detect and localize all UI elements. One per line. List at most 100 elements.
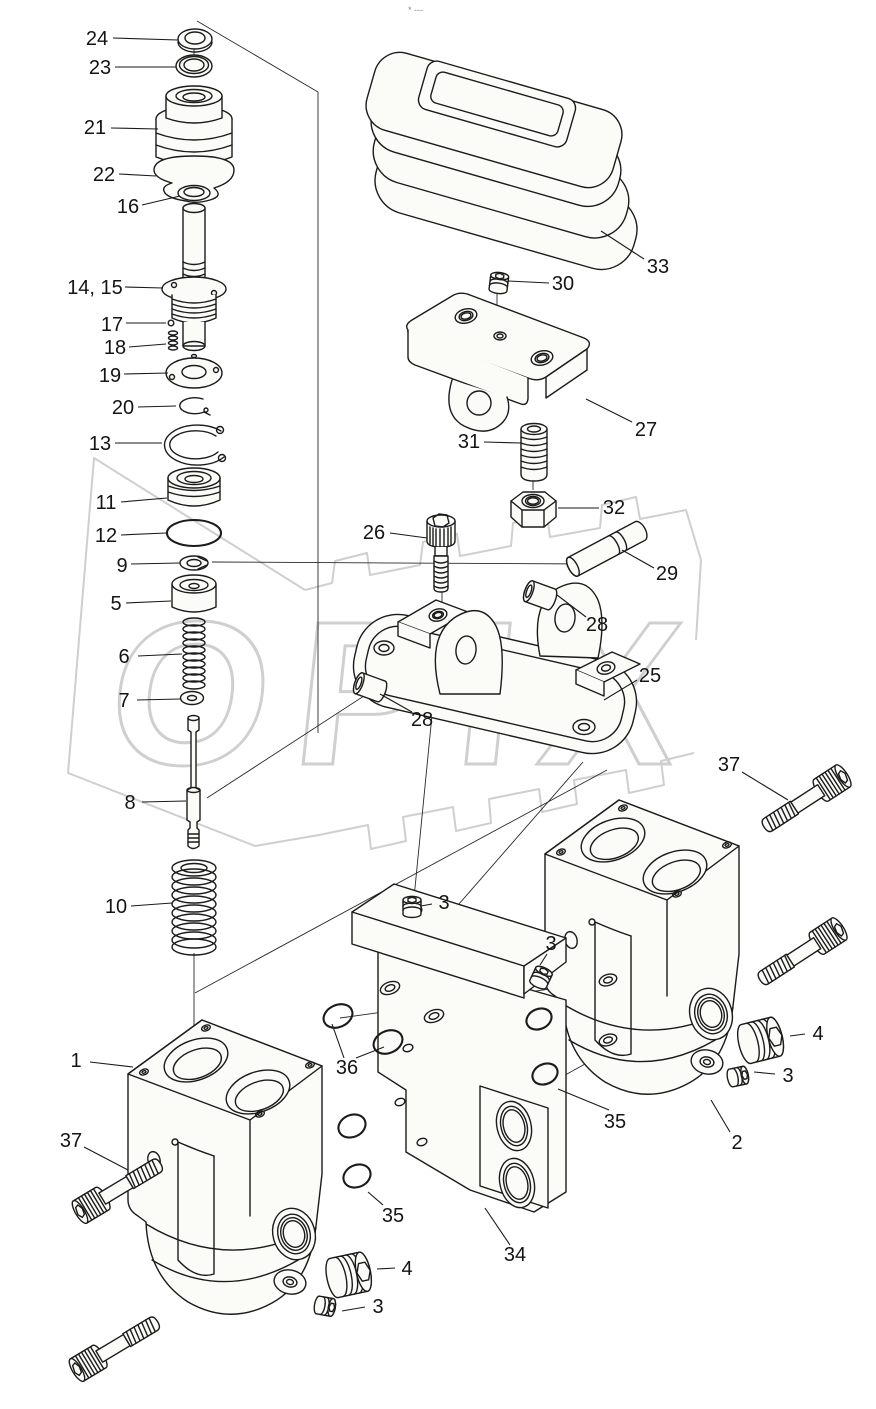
part-3-set-screw-top	[402, 895, 422, 919]
leader-line-29	[621, 549, 655, 569]
callout-3-32: 3	[438, 892, 449, 914]
leader-line-26	[389, 532, 428, 539]
leader-line-31	[483, 441, 522, 444]
callout-9-13: 9	[116, 555, 127, 577]
callout-3-37: 3	[782, 1065, 793, 1087]
leader-line-4	[376, 1267, 396, 1270]
leader-line-21	[110, 127, 159, 130]
callout-13-10: 13	[89, 433, 111, 455]
callout-11-11: 11	[96, 492, 117, 514]
callout-8-17: 8	[124, 792, 135, 814]
part-2-valve-body-right	[544, 799, 740, 1095]
leader-line-10	[130, 902, 173, 907]
leader-line-7	[136, 698, 181, 701]
callout-28-30: 28	[411, 709, 433, 731]
leader-line-6	[137, 653, 183, 657]
part-31-threaded-sleeve	[520, 422, 548, 482]
leader-line-3	[753, 1071, 776, 1075]
leader-line-30	[507, 280, 550, 284]
leader-line-2	[710, 1099, 731, 1133]
part-33-rubber-boot	[365, 51, 638, 271]
callout-30-22: 30	[552, 273, 574, 295]
leader-line-22	[118, 173, 157, 177]
part-7-washer	[179, 690, 205, 706]
leader-line-12	[120, 532, 167, 536]
part-5-retainer-cup	[171, 574, 217, 613]
callout-32-25: 32	[603, 497, 625, 519]
callout-31-24: 31	[458, 431, 480, 453]
leader-line-14, 15	[124, 286, 164, 289]
part-19-stopper-plate	[165, 353, 223, 389]
callout-18-7: 18	[104, 337, 126, 359]
leader-line-11	[120, 497, 168, 503]
callout-35-35: 35	[604, 1111, 626, 1133]
callout-5-14: 5	[110, 593, 121, 615]
callout-20-9: 20	[112, 397, 134, 419]
leader-line-16	[141, 195, 181, 206]
top-edge-mark: * ---	[408, 5, 423, 15]
callout-35-39: 35	[382, 1205, 404, 1227]
leader-line-36	[331, 1023, 345, 1059]
callout-19-8: 19	[99, 365, 121, 387]
part-3-set-screw-bottom	[312, 1294, 338, 1318]
part-30-set-screw	[487, 270, 510, 296]
part-32-hex-nut	[510, 491, 557, 528]
leader-line-4	[789, 1033, 806, 1037]
part-8-plunger-pin	[186, 714, 201, 850]
leader-line-37	[741, 771, 789, 801]
leader-line-9	[130, 562, 181, 565]
callout-25-29: 25	[639, 665, 661, 687]
part-10-spring-large	[171, 859, 217, 956]
leader-line-34	[484, 1207, 511, 1246]
callout-3-33: 3	[545, 933, 556, 955]
leader-line-36	[355, 1046, 385, 1059]
callout-36-34: 36	[336, 1057, 358, 1079]
part-14-15-spool-adapter	[161, 202, 227, 352]
leader-line-19	[123, 372, 169, 375]
callout-6-15: 6	[118, 646, 129, 668]
part-6-spring	[182, 617, 206, 690]
leader-line-37	[83, 1146, 129, 1171]
part-13-snap-ring-large	[163, 424, 227, 466]
callout-33-21: 33	[647, 256, 669, 278]
part-28-bushing-right	[522, 580, 558, 611]
leader-line-20	[137, 405, 177, 408]
callout-34-40: 34	[504, 1244, 526, 1266]
part-4-plug-right	[733, 1014, 788, 1066]
callout-4-41: 4	[401, 1258, 412, 1280]
leader-line-3	[341, 1306, 366, 1312]
leader-line-35	[557, 1088, 610, 1111]
part-34-center-plate	[351, 883, 567, 1213]
leader-line-3	[539, 953, 548, 966]
part-36-o-rings	[322, 1003, 404, 1055]
part-26-socket-bolt	[426, 513, 456, 593]
part-23-seal-washer	[175, 54, 213, 78]
part-29-pivot-pin	[565, 520, 648, 577]
callout-27-23: 27	[635, 419, 657, 441]
callout-17-6: 17	[101, 314, 123, 336]
part-4-plug-bottom	[322, 1250, 376, 1300]
callout-28-28: 28	[586, 614, 608, 636]
callout-4-38: 4	[812, 1023, 823, 1045]
part-37-bolt-right-lower	[752, 914, 851, 992]
callout-1-19: 1	[70, 1050, 81, 1072]
leader-line-25	[603, 679, 638, 701]
leader-line-35	[367, 1191, 384, 1206]
part-20-snap-ring-small	[179, 396, 211, 416]
callout-23-1: 23	[89, 57, 111, 79]
leader-line-1	[89, 1061, 134, 1068]
part-18-spring-small	[167, 330, 179, 351]
part-27-handle-base	[405, 292, 591, 432]
callout-14, 15-5: 14, 15	[67, 277, 123, 299]
callout-3-42: 3	[372, 1296, 383, 1318]
callout-29-27: 29	[656, 563, 678, 585]
callout-24-0: 24	[86, 28, 108, 50]
part-16-ring	[177, 184, 211, 202]
leader-line-27	[585, 398, 633, 423]
part-37-bolt-right-upper	[756, 761, 855, 839]
leader-line-28	[379, 693, 413, 713]
callout-16-4: 16	[117, 196, 139, 218]
callout-21-2: 21	[84, 117, 106, 139]
